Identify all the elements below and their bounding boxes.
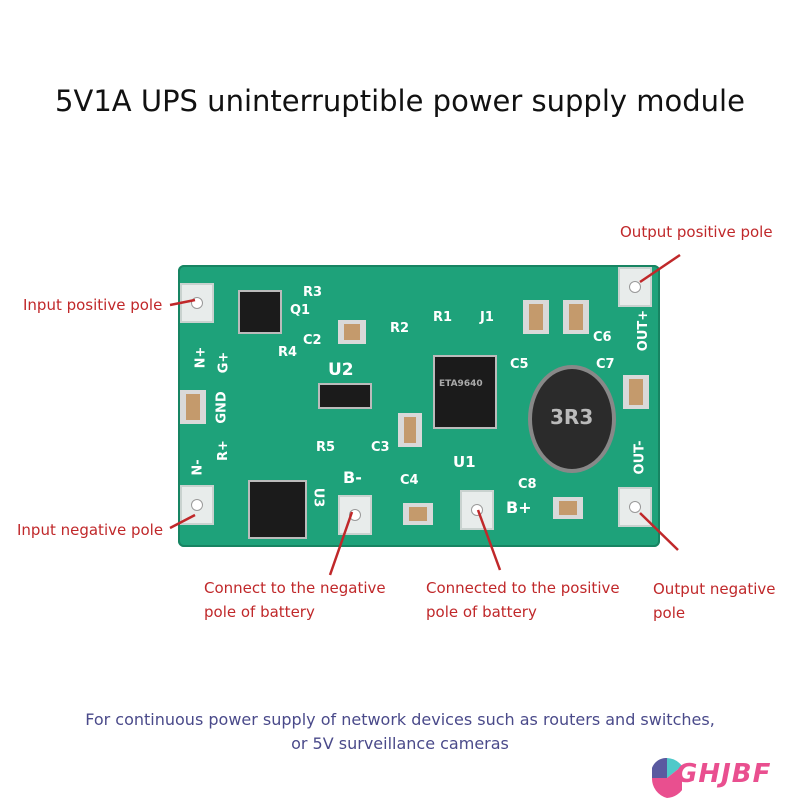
capacitor-c4 — [403, 503, 433, 525]
arrow-output-negative — [639, 512, 679, 551]
watermark-text: GHJBF — [676, 759, 772, 789]
label-battery-positive: Connected to the positive pole of batter… — [426, 576, 620, 624]
footer-line: For continuous power supply of network d… — [85, 710, 715, 729]
silk-c7: C7 — [596, 357, 615, 372]
capacitor-input — [180, 390, 206, 424]
silk-c8: C8 — [518, 477, 537, 492]
label-battery-negative: Connect to the negative pole of battery — [204, 576, 386, 624]
arrow-battery-positive — [476, 509, 502, 571]
silk-r5: R5 — [316, 440, 336, 455]
silk-q1: Q1 — [290, 303, 311, 318]
pad-output-positive — [618, 267, 652, 307]
label-output-negative: Output negative pole — [653, 577, 775, 625]
label-line: Output negative — [653, 580, 776, 598]
page-title: 5V1A UPS uninterruptible power supply mo… — [55, 84, 745, 118]
transistor-q1 — [238, 290, 282, 334]
label-input-positive: Input positive pole — [23, 296, 163, 314]
silk-c4: C4 — [400, 473, 419, 488]
label-line: Connect to the negative — [204, 579, 386, 597]
capacitor-c3 — [398, 413, 422, 447]
silk-r4: R4 — [278, 345, 298, 360]
inductor: 3R3 — [528, 365, 616, 473]
capacitor-c7 — [623, 375, 649, 409]
pcb-board: ETA9640 3R3 R3 Q1 C2 R2 R1 J1 C6 C5 C7 O… — [178, 265, 660, 547]
label-line: Connected to the positive — [426, 579, 620, 597]
ic-u3 — [248, 480, 307, 539]
watermark-logo-icon — [652, 758, 682, 798]
pad-input-negative — [180, 485, 214, 525]
silk-c5: C5 — [510, 357, 529, 372]
capacitor-c2 — [338, 320, 366, 344]
silk-j1: J1 — [480, 310, 494, 325]
silk-u2: U2 — [328, 360, 354, 380]
capacitor-c5 — [523, 300, 549, 334]
footer-description: For continuous power supply of network d… — [0, 708, 800, 756]
pad-battery-positive — [460, 490, 494, 530]
label-input-negative: Input negative pole — [17, 521, 164, 539]
silk-r3: R3 — [303, 285, 323, 300]
arrow-output-positive — [639, 253, 681, 284]
capacitor-c8 — [553, 497, 583, 519]
diode-u2 — [318, 383, 372, 409]
label-line: pole of battery — [204, 603, 315, 621]
silk-c3: C3 — [371, 440, 390, 455]
label-output-positive: Output positive pole — [620, 223, 773, 241]
silk-b-minus: B- — [343, 468, 362, 487]
pad-battery-negative — [338, 495, 372, 535]
footer-line: or 5V surveillance cameras — [291, 734, 509, 753]
silk-u1: U1 — [453, 453, 476, 471]
arrow-input-negative — [169, 513, 196, 530]
arrow-battery-negative — [328, 511, 354, 576]
ic-u1: ETA9640 — [433, 355, 497, 429]
label-line: pole of battery — [426, 603, 537, 621]
inductor-marking: 3R3 — [550, 405, 594, 429]
silk-r1: R1 — [433, 310, 453, 325]
arrow-input-positive — [169, 298, 196, 307]
capacitor-c6 — [563, 300, 589, 334]
arrows-layer — [169, 253, 681, 576]
silk-c2: C2 — [303, 333, 322, 348]
silk-r2: R2 — [390, 321, 410, 336]
label-line: pole — [653, 604, 686, 622]
silk-b-plus: B+ — [506, 498, 532, 517]
ic-marking: ETA9640 — [439, 379, 483, 389]
silk-c6: C6 — [593, 330, 612, 345]
